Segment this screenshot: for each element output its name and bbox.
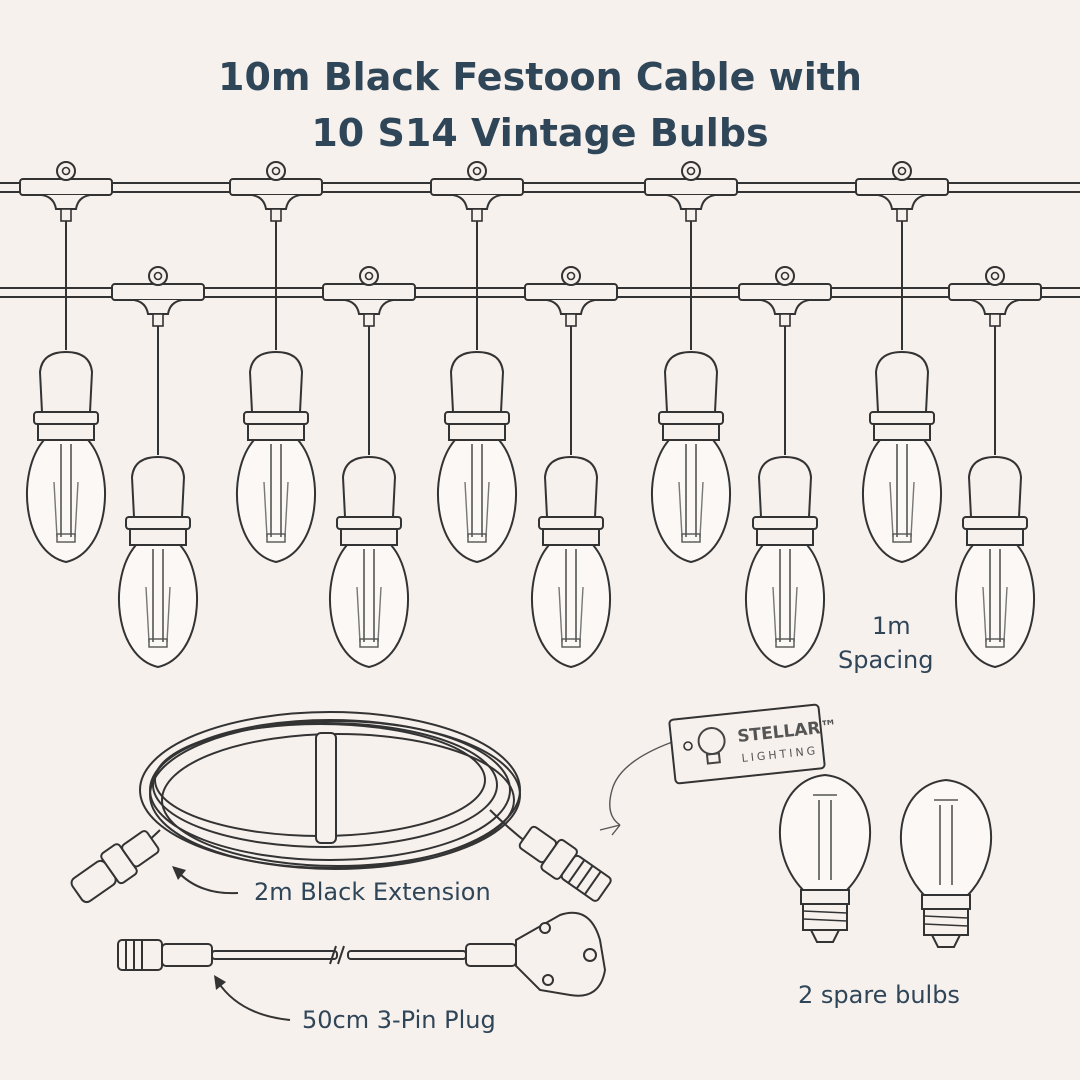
festoon-bulb [954,456,1036,668]
festoon-bulb [25,351,107,563]
extension-right-connector [518,825,612,902]
connector [948,266,1042,327]
spacing-label-line-1: 1m [872,612,911,640]
festoon-bulb [117,456,199,668]
arrow-icon [177,871,239,895]
lower-bulb-row [157,325,996,455]
plug-label: 50cm 3-Pin Plug [302,1006,496,1034]
title-line-2: 10 S14 Vintage Bulbs [311,111,769,155]
coiled-extension-cable [119,711,531,870]
festoon-bulb [328,456,410,668]
arrowhead-icon [172,866,186,880]
festoon-bulb [235,351,317,563]
festoon-bulb [650,351,732,563]
spare-bulb [778,774,872,943]
festoon-bulb [436,351,518,563]
festoon-bulb [861,351,943,563]
plug-lead [117,911,607,997]
connector [322,266,416,327]
upper-bulb-row [65,220,903,350]
connector [524,266,618,327]
extension-left-connector [70,830,160,904]
spare-bulbs-label: 2 spare bulbs [798,981,960,1009]
arrow-icon [217,981,291,1021]
connector [19,161,113,222]
spare-bulb [899,779,993,948]
connector [644,161,738,222]
connector [111,266,205,327]
connector [738,266,832,327]
connector [855,161,949,222]
extension-label: 2m Black Extension [254,878,491,906]
festoon-bulb [530,456,612,668]
brand-tag: STELLAR™ LIGHTING [599,703,838,836]
connector [430,161,524,222]
spacing-label-line-2: Spacing [838,646,934,674]
connector [229,161,323,222]
lightbulb-logo-icon [697,727,726,765]
festoon-bulb [744,456,826,668]
title-line-1: 10m Black Festoon Cable with [218,55,862,99]
arrowhead-icon [214,975,226,990]
